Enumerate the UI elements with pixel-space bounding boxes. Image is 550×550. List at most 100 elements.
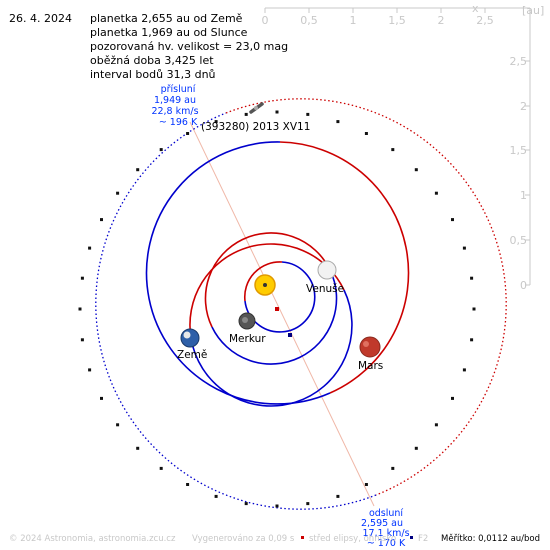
asteroid-position-dot: [88, 368, 92, 372]
asteroid-name: (393280) 2013 XV11: [201, 121, 310, 133]
asteroid-position-dot: [462, 368, 466, 372]
generated-label: Vygenerováno za 0,09 s: [192, 534, 295, 544]
asteroid-position-dot: [100, 396, 103, 400]
asteroid-position-dot: [275, 110, 279, 114]
venus-orbit-blue: [211, 269, 338, 365]
asteroid-position-dot: [306, 112, 310, 116]
asteroid-position-dot: [391, 466, 395, 470]
apsides-line: [189, 121, 375, 507]
perihelion-title: přísluní: [161, 84, 196, 95]
asteroid-icon: [249, 102, 264, 114]
asteroid-position-dot: [186, 483, 190, 486]
asteroid-position-dot: [364, 132, 368, 135]
aphelion-temperature: ~ 170 K: [367, 538, 406, 549]
asteroid-position-dot: [462, 246, 466, 250]
scale-label: Měřítko: 0,0112 au/bod: [441, 534, 540, 544]
asteroid-position-dot: [214, 494, 218, 498]
unit-label: [au]: [522, 4, 544, 17]
asteroid-position-dot: [80, 276, 84, 280]
venus-label: Venuše: [306, 283, 344, 295]
info-line-magnitude: pozorovaná hv. velikost = 23,0 mag: [90, 40, 288, 53]
asteroid-position-dot: [275, 504, 279, 508]
earth-cloud: [183, 331, 191, 339]
mars-label: Mars: [358, 360, 383, 372]
asteroid-position-dot: [414, 446, 418, 450]
asteroid-position-dot: [336, 494, 340, 498]
earth-label: Země: [177, 349, 207, 361]
asteroid-position-dot: [391, 148, 395, 152]
right-tick-label: 2: [520, 100, 527, 113]
legend-label: střed elipsy, ohnisko: [309, 534, 396, 544]
sun-center-marker: [263, 283, 267, 287]
asteroid-position-dot: [80, 338, 84, 342]
aphelion-speed: 17,1 km/s: [362, 528, 409, 539]
venus-icon: [317, 260, 337, 280]
top-tick-label: 1: [350, 14, 357, 27]
asteroid-position-dot: [214, 120, 218, 124]
asteroid-position-dot: [472, 307, 476, 311]
right-tick-label: 0: [520, 279, 527, 292]
asteroid-position-dot: [100, 218, 103, 222]
aphelion-title: odsluní: [369, 508, 403, 519]
mars-highlight: [363, 341, 369, 347]
asteroid-position-dot: [88, 246, 92, 250]
asteroid-position-dot: [78, 307, 82, 311]
asteroid-highlight: [254, 106, 258, 110]
mars-orbit-blue: [145, 141, 331, 405]
top-tick-label: 2,5: [476, 14, 494, 27]
venus-orbit-red: [204, 232, 331, 328]
asteroid-position-dot: [364, 483, 368, 486]
perihelion-distance: 1,949 au: [154, 95, 196, 106]
asteroid-position-dot: [470, 338, 474, 342]
info-line-period: oběžná doba 3,425 let: [90, 54, 214, 67]
top-tick-label: 0,5: [300, 14, 318, 27]
info-line-sun-distance: planetka 1,969 au od Slunce: [90, 26, 248, 39]
ellipse-center-marker: [275, 307, 279, 311]
right-tick-label: 2,5: [510, 55, 528, 68]
f2-label: F2: [418, 534, 428, 544]
asteroid-position-dot: [451, 396, 454, 400]
asteroid-position-dot: [434, 423, 438, 427]
asteroid-position-dot: [159, 148, 163, 152]
copyright-label: © 2024 Astronomia, astronomia.zcu.cz: [9, 534, 176, 544]
asteroid-position-dot: [136, 168, 140, 172]
perihelion-temperature: ~ 196 K: [159, 117, 198, 128]
asteroid-position-dot: [451, 218, 454, 222]
asteroid-position-dot: [244, 112, 248, 116]
asteroid-position-dot: [136, 446, 140, 450]
mercury-orbit-red: [243, 261, 283, 302]
mercury-highlight: [242, 317, 248, 323]
right-tick-label: 1: [520, 189, 527, 202]
asteroid-orbit-red: [225, 98, 507, 496]
right-tick-label: 0,5: [510, 234, 528, 247]
right-tick-label: 1,5: [510, 144, 528, 157]
asteroid-position-dot: [336, 120, 340, 124]
focus-legend-marker: [410, 536, 413, 539]
date-label: 26. 4. 2024: [9, 12, 72, 25]
top-tick-label: 0: [262, 14, 269, 27]
perihelion-speed: 22,8 km/s: [151, 106, 198, 117]
asteroid-position-dot: [186, 132, 190, 135]
asteroid-position-dot: [470, 276, 474, 280]
aphelion-distance: 2,595 au: [361, 518, 403, 529]
asteroid-orbit-blue: [95, 112, 377, 510]
info-line-interval: interval bodů 31,3 dnů: [90, 68, 216, 81]
top-tick-label: 1,5: [388, 14, 406, 27]
info-line-earth-distance: planetka 2,655 au od Země: [90, 12, 243, 25]
ellipse-focus-marker: [288, 333, 292, 337]
top-scale-axis: [264, 7, 531, 286]
asteroid-position-dot: [414, 168, 418, 172]
asteroid-position-dot: [434, 191, 438, 195]
asteroid-position-dot: [306, 502, 310, 506]
mars-orbit-red: [279, 141, 410, 394]
top-tick-label: 2: [438, 14, 445, 27]
asteroid-position-dot: [244, 502, 248, 506]
x-axis-label: x: [472, 2, 479, 15]
mercury-label: Merkur: [229, 333, 266, 345]
mars-icon: [359, 336, 381, 358]
asteroid-position-dot: [116, 423, 120, 427]
asteroid-position-dot: [116, 191, 120, 195]
asteroid-position-dot: [159, 466, 163, 470]
earth-icon: [180, 328, 200, 348]
